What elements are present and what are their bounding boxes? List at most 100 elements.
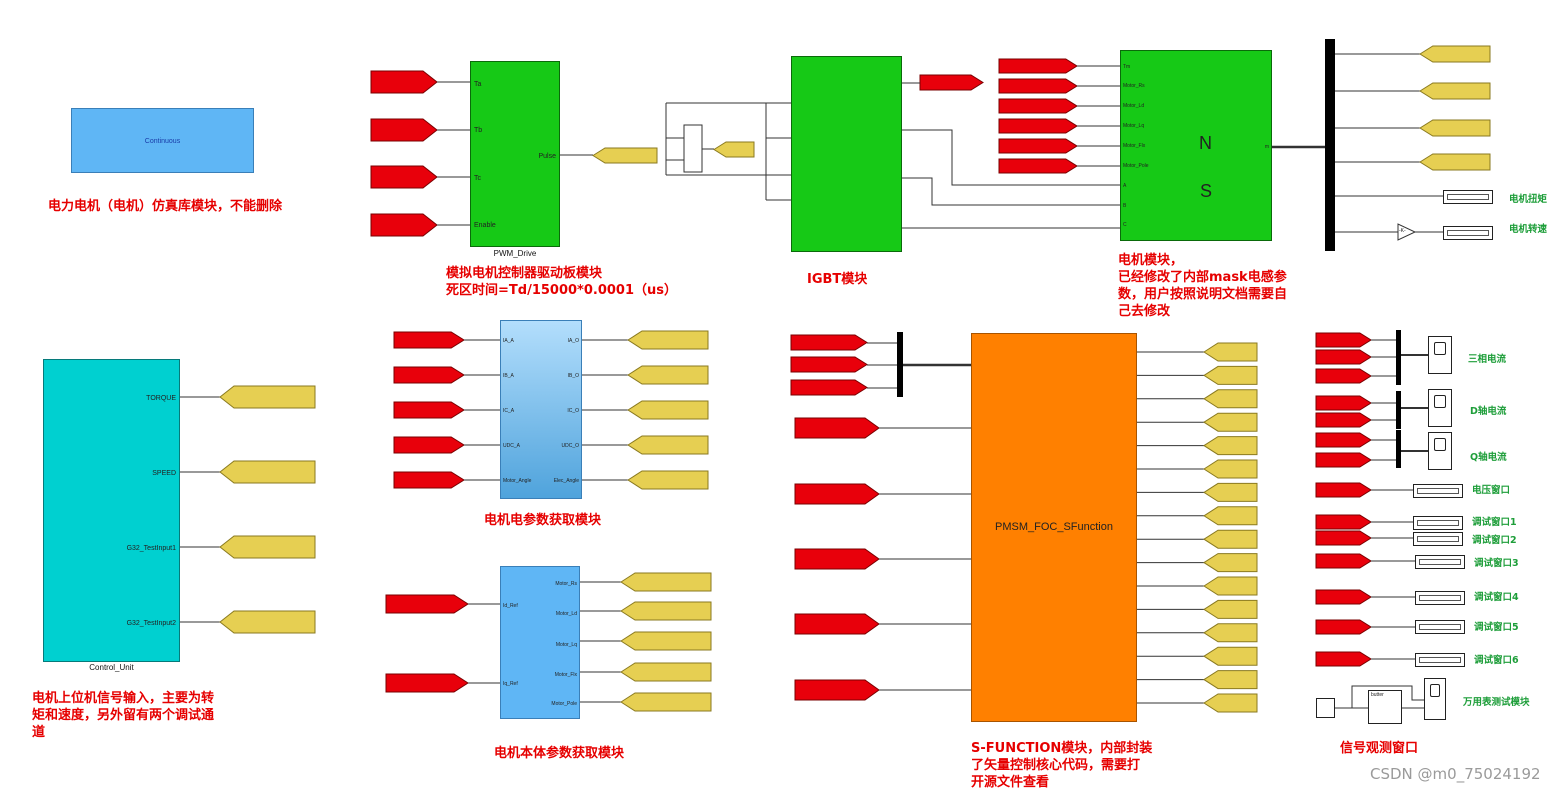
goto-tag-phase-1 (1315, 349, 1372, 365)
from-tag-ctrl-2 (219, 535, 316, 559)
scope-multimeter[interactable] (1424, 678, 1446, 720)
pwm-drive-block[interactable]: Ta Tb Tc Enable Pulse (470, 61, 560, 247)
scope-d-current[interactable] (1428, 389, 1452, 427)
note-motor-1: 电机模块， (1118, 253, 1184, 268)
goto-tag-elec-1 (393, 366, 465, 384)
butter-filter-block[interactable]: butter (1368, 690, 1402, 724)
elec-in-ib: IB_A (503, 373, 514, 379)
goto-tag-disp-4 (1315, 589, 1372, 605)
demux-block (683, 124, 703, 173)
powergui-label: Continuous (144, 138, 181, 145)
goto-tag-d-0 (1315, 395, 1372, 411)
goto-tag-elec-0 (393, 331, 465, 349)
multimeter-source-block[interactable] (1316, 698, 1335, 718)
from-tag-sfun-14 (1203, 670, 1258, 690)
goto-tag-sfun-0 (794, 417, 880, 439)
from-tag-sfun-4 (1203, 436, 1258, 456)
note-sfun-2: 了矢量控制核心代码，需要打 (971, 758, 1141, 773)
goto-tag-elec-2 (393, 401, 465, 419)
from-tag-sfun-6 (1203, 482, 1258, 502)
display-debug5[interactable] (1415, 620, 1465, 634)
pwm-port-pulse: Pulse (538, 153, 556, 160)
control-unit-block[interactable]: TORQUE SPEED G32_TestInput1 G32_TestInpu… (43, 359, 180, 662)
goto-tag-elec-3 (393, 436, 465, 454)
from-tag-body-0 (620, 572, 712, 592)
from-tag-ctrl-0 (219, 385, 316, 409)
from-tag-sfun-8 (1203, 529, 1258, 549)
motor-pole-n: N (1199, 133, 1212, 153)
from-tag-sfun-5 (1203, 459, 1258, 479)
from-tag-elec-3 (627, 435, 709, 455)
note-motor-4: 己去修改 (1118, 304, 1171, 319)
goto-tag-pwm-2 (370, 165, 438, 189)
label-debug3: 调试窗口3 (1474, 558, 1519, 569)
label-voltage: 电压窗口 (1472, 485, 1511, 496)
goto-tag-disp-3 (1315, 553, 1372, 569)
from-tag-sfun-10 (1203, 576, 1258, 596)
goto-tag-mux-1 (790, 356, 868, 373)
from-tag-pulse (592, 147, 658, 164)
powergui-block[interactable]: Continuous (71, 108, 254, 173)
note-observe: 信号观测窗口 (1340, 741, 1419, 756)
display-debug4[interactable] (1415, 591, 1465, 605)
body-param-block[interactable]: Id_Ref Iq_Ref Motor_Rs Motor_Ld Motor_Lq… (500, 566, 580, 719)
control-port-speed: SPEED (152, 470, 176, 477)
from-tag-bus-2 (1419, 119, 1491, 137)
note-elec: 电机电参数获取模块 (484, 513, 602, 528)
igbt-block[interactable] (791, 56, 902, 252)
note-control-2: 矩和速度，另外留有两个调试通 (32, 708, 215, 723)
elec-out-angle: Elec_Angle (553, 478, 579, 484)
from-tag-body-4 (620, 692, 712, 712)
elec-in-ic: IC_A (503, 408, 515, 414)
elec-in-angle: Motor_Angle (503, 478, 532, 484)
display-debug3[interactable] (1415, 555, 1465, 569)
goto-tag-motor-4 (998, 138, 1078, 154)
gain-block (1397, 223, 1417, 241)
watermark: CSDN @m0_75024192 (1370, 765, 1541, 783)
from-tag-bus-1 (1419, 82, 1491, 100)
pwm-port-ta: Ta (474, 81, 482, 88)
goto-tag-elec-4 (393, 471, 465, 489)
from-tag-elec-4 (627, 470, 709, 490)
note-control-1: 电机上位机信号输入，主要为转 (32, 691, 215, 706)
bus-selector-bar (1325, 39, 1335, 251)
goto-tag-igbt (919, 74, 984, 91)
label-multimeter: 万用表测试模块 (1463, 697, 1530, 708)
elec-out-udc: UDC_O (561, 443, 579, 449)
from-tag-sfun-9 (1203, 553, 1258, 573)
body-in-id: Id_Ref (503, 603, 518, 609)
motor-block[interactable]: Tm Motor_Rs Motor_Ld Motor_Lq Motor_Flx … (1120, 50, 1272, 241)
motor-port-m: m (1264, 144, 1269, 150)
label-debug6: 调试窗口6 (1474, 655, 1519, 666)
goto-tag-q-1 (1315, 452, 1372, 468)
goto-tag-pwm-1 (370, 118, 438, 142)
display-torque[interactable] (1443, 190, 1493, 204)
sfunction-block[interactable]: PMSM_FOC_SFunction (971, 333, 1137, 722)
wire-mm-2 (1351, 685, 1424, 708)
goto-tag-sfun-4 (794, 679, 880, 701)
mux-phase-bar (1396, 330, 1401, 385)
display-voltage[interactable] (1413, 484, 1463, 498)
elec-param-block[interactable]: IA_A IB_A IC_A UDC_A Motor_Angle IA_O IB… (500, 320, 582, 499)
display-debug1[interactable] (1413, 516, 1463, 530)
display-debug2[interactable] (1413, 532, 1463, 546)
scope-q-current[interactable] (1428, 432, 1452, 470)
from-tag-elec-0 (627, 330, 709, 350)
pwm-port-tb: Tb (474, 127, 483, 134)
control-port-torque: TORQUE (146, 395, 176, 402)
body-out-ld: Motor_Ld (555, 611, 577, 617)
scope-phase-current[interactable] (1428, 336, 1452, 374)
from-tag-body-3 (620, 662, 712, 682)
pwm-port-enable: Enable (474, 222, 496, 229)
motor-port-c: C (1123, 222, 1127, 228)
display-debug6[interactable] (1415, 653, 1465, 667)
note-pwm-2: 死区时间=Td/15000*0.0001（us） (446, 283, 677, 298)
from-tag-sfun-11 (1203, 599, 1258, 619)
label-torque: 电机扭矩 (1509, 194, 1548, 205)
note-sfun-3: 开源文件查看 (971, 775, 1050, 790)
mux-bar (897, 332, 903, 397)
from-tag-body-1 (620, 601, 712, 621)
display-speed[interactable] (1443, 226, 1493, 240)
note-powergui: 电力电机（电机）仿真库模块，不能删除 (48, 199, 283, 214)
